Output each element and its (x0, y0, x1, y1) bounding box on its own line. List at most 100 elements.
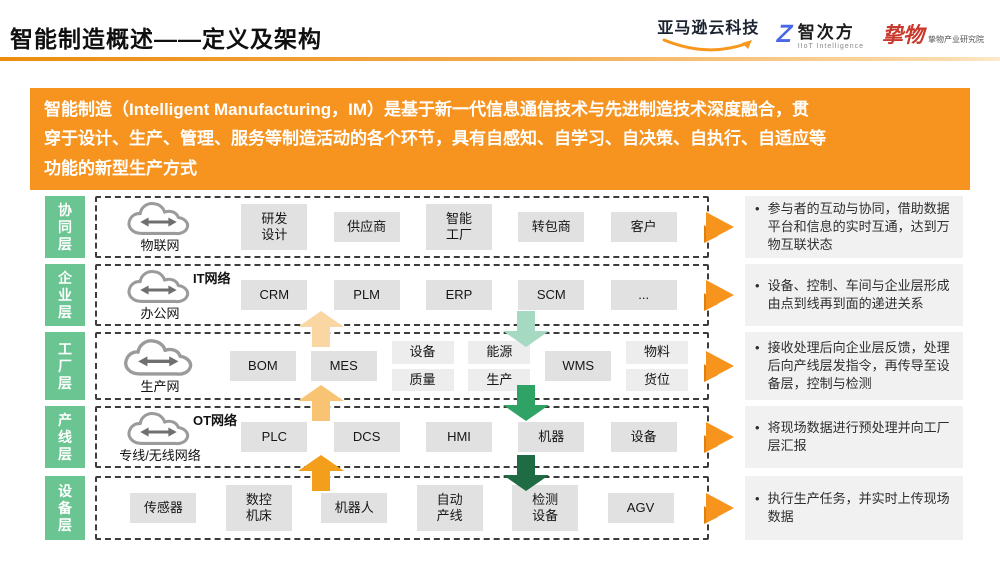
system-box-line: ... (638, 286, 650, 302)
system-box-line: 设备 (532, 508, 559, 523)
layer-label-char: 层 (58, 304, 72, 320)
system-box-stack: 物料货位 (626, 341, 689, 391)
layer-label: 协同层 (45, 196, 85, 258)
network-type-label: IT网络 (193, 271, 231, 286)
cloud-label: 专线/无线网络 (119, 448, 201, 463)
layer-label-char: 工 (58, 341, 72, 357)
system-box: BOM (229, 350, 296, 382)
system-box: 研发设计 (241, 203, 308, 251)
system-box: 检测设备 (512, 484, 579, 532)
layer-label-char: 业 (58, 287, 72, 303)
system-box: 供应商 (333, 211, 400, 243)
layer-label-char: 设 (58, 483, 72, 499)
banner-line: 穿于设计、生产、管理、服务等制造活动的各个环节，具有自感知、自学习、自决策、自执… (44, 129, 826, 149)
system-box-line: ERP (445, 286, 473, 302)
system-box-line: BOM (248, 357, 278, 373)
layer-callout-arrow-icon (703, 278, 735, 312)
system-box: 机器 (518, 421, 585, 453)
layer-label-char: 产 (58, 412, 72, 428)
system-box: ERP (425, 279, 492, 311)
system-box-line: 检测 (532, 491, 559, 507)
aws-smile-icon (662, 38, 753, 52)
layer-callout-arrow-icon (703, 210, 735, 244)
flow-arrow-down-icon (503, 311, 549, 347)
network-cloud-icon (127, 411, 190, 446)
system-box: PLM (333, 279, 400, 311)
system-box-line: 机床 (245, 508, 272, 523)
bullet-dot: • (755, 201, 760, 217)
layer-label-char: 线 (58, 429, 72, 445)
network-type-label: OT网络 (193, 413, 238, 428)
bullet-dot: • (755, 340, 760, 356)
layer-label-char: 层 (58, 446, 72, 462)
bullet-text: 参与者的互动与协同，借助数据平台和信息的实时互通，达到万物互联状态 (767, 201, 950, 252)
flow-arrow-up-icon (298, 455, 344, 491)
bullet-text: 设备、控制、车间与企业层形成由点到线再到面的递进关系 (767, 278, 950, 311)
system-box: 自动产线 (416, 484, 483, 532)
logo-bar: 亚马逊云科技 Z 智次方 IIoT Intelligence 挚物 挚物产业研究… (657, 14, 984, 54)
system-box-list: 研发设计供应商智能工厂转包商客户 (215, 198, 703, 256)
system-box-line: 设备 (630, 428, 657, 444)
system-box-line: 设计 (261, 227, 288, 242)
layer-label-char: 层 (58, 236, 72, 252)
system-box-line: 产线 (436, 508, 463, 523)
system-box: CRM (241, 279, 308, 311)
flow-arrow-up-icon (298, 311, 344, 347)
system-box-line: PLC (261, 428, 287, 444)
zhiwu-logo: 挚物 挚物产业研究院 (882, 19, 984, 49)
layer-label-char: 同 (58, 219, 72, 235)
bullet-dot: • (755, 278, 760, 294)
system-box: 机器人 (321, 492, 388, 524)
system-box-line: AGV (626, 499, 655, 515)
system-box: 物料 (626, 341, 689, 364)
layer-label: 产线层 (45, 406, 85, 468)
banner-line: 功能的新型生产方式 (44, 158, 197, 178)
system-box-line: 供应商 (347, 218, 387, 234)
system-box: PLC (241, 421, 308, 453)
system-box: AGV (607, 492, 674, 524)
definition-banner: 智能制造（Intelligent Manufacturing，IM）是基于新一代… (30, 88, 970, 191)
layer-dashed-box: 物联网研发设计供应商智能工厂转包商客户 (95, 196, 709, 258)
system-box: MES (310, 350, 377, 382)
network-cloud: 专线/无线网络 (105, 410, 215, 464)
system-box: 生产 (468, 368, 531, 391)
system-box-line: 数控 (245, 491, 272, 507)
system-box: 数控机床 (225, 484, 292, 532)
bullet-dot: • (755, 420, 760, 436)
layer-label-char: 层 (58, 517, 72, 533)
system-box-stack: 能源生产 (468, 341, 531, 391)
aws-logo-text: 亚马逊云科技 (657, 20, 760, 37)
system-box: DCS (333, 421, 400, 453)
cloud-label: 办公网 (140, 306, 180, 321)
system-box: 设备 (391, 341, 454, 364)
system-box-line: 转包商 (531, 218, 571, 234)
system-box-stack: 设备质量 (391, 341, 454, 391)
system-box-line: 工厂 (445, 227, 472, 242)
system-box: 能源 (468, 341, 531, 364)
bullet-panel: • 接收处理后向企业层反馈，处理后向产线层发指令，再传导至设备层，控制与检测 (745, 332, 963, 400)
network-cloud: 物联网 (105, 200, 215, 254)
bullet-item: • 参与者的互动与协同，借助数据平台和信息的实时互通，达到万物互联状态 (755, 200, 953, 254)
system-box: 传感器 (130, 492, 197, 524)
flow-arrow-down-icon (503, 455, 549, 491)
system-box-line: 研发 (261, 210, 288, 226)
layer-label-char: 企 (58, 270, 72, 286)
bullet-item: • 设备、控制、车间与企业层形成由点到线再到面的递进关系 (755, 277, 953, 313)
layer-label: 企业层 (45, 264, 85, 326)
system-box-line: PLM (353, 286, 381, 302)
bullet-text: 接收处理后向企业层反馈，处理后向产线层发指令，再传导至设备层，控制与检测 (767, 340, 950, 391)
zhicifang-z-icon: Z (774, 19, 797, 48)
network-cloud-icon (124, 339, 193, 376)
zhiwu-logo-text: 挚物 (882, 23, 924, 47)
system-box: 设备 (610, 421, 677, 453)
bullet-panel: • 参与者的互动与协同，借助数据平台和信息的实时互通，达到万物互联状态 (745, 196, 963, 258)
flow-arrow-down-icon (503, 385, 549, 421)
